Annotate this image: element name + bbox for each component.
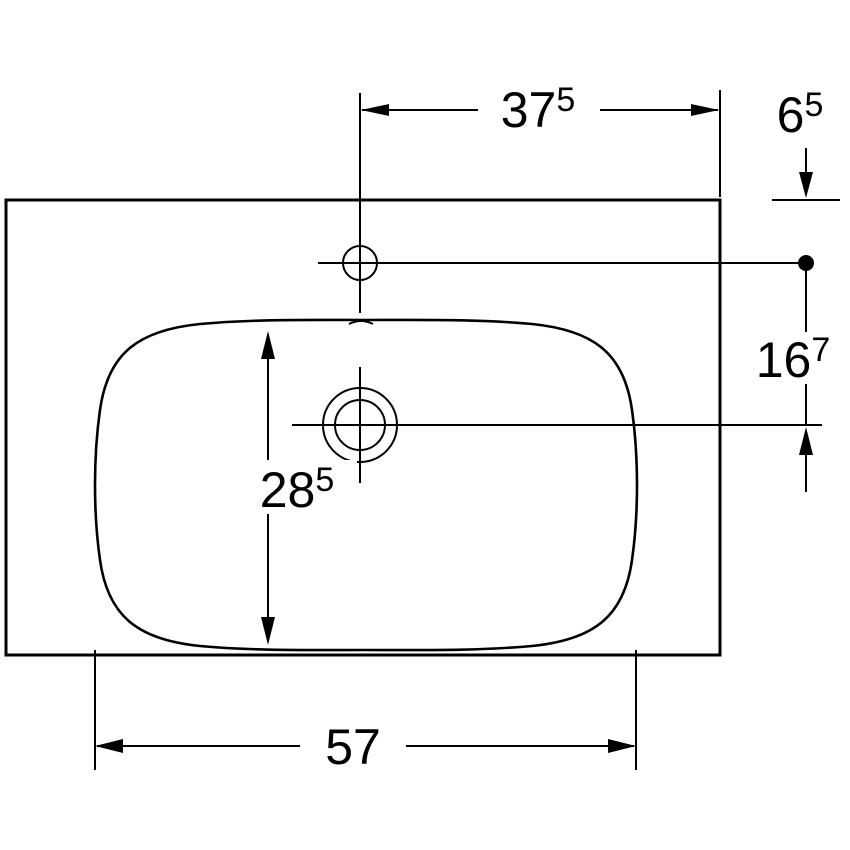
drain-inner-circle xyxy=(334,399,386,451)
tap-hole-circle xyxy=(342,245,378,281)
dimension-label: 57 xyxy=(325,719,381,775)
dimension-label: 375 xyxy=(501,81,576,138)
arrow-left-icon xyxy=(361,104,389,116)
dimension-label: 167 xyxy=(756,331,831,388)
drain-outer-circle xyxy=(322,387,398,463)
arrow-up-icon xyxy=(261,331,275,359)
dimension-label: 285 xyxy=(260,461,335,518)
dimension-tap-hole-horizontal: 375 xyxy=(361,80,721,197)
dimension-tap-hole-from-edge: 65 xyxy=(772,86,840,201)
arrow-up-icon xyxy=(799,427,813,455)
arrow-down-icon xyxy=(799,172,813,198)
dimension-reference-dot xyxy=(798,255,814,271)
tap-hole xyxy=(318,93,814,313)
basin-outline xyxy=(93,318,639,652)
dimension-basin-front-to-back: 285 xyxy=(243,331,357,645)
drain xyxy=(292,367,822,483)
label-mask xyxy=(752,332,840,384)
arrow-right-icon xyxy=(608,739,636,753)
overflow-slot-mark xyxy=(348,320,374,325)
label-mask xyxy=(243,460,357,514)
arrow-left-icon xyxy=(95,739,123,753)
arrow-right-icon xyxy=(691,104,719,116)
dimension-label: 65 xyxy=(777,86,824,143)
dimension-tap-to-drain: 167 xyxy=(752,271,840,492)
label-mask xyxy=(300,714,406,772)
label-mask xyxy=(478,80,600,134)
dimension-basin-width: 57 xyxy=(94,650,637,775)
arrow-down-icon xyxy=(261,617,275,645)
